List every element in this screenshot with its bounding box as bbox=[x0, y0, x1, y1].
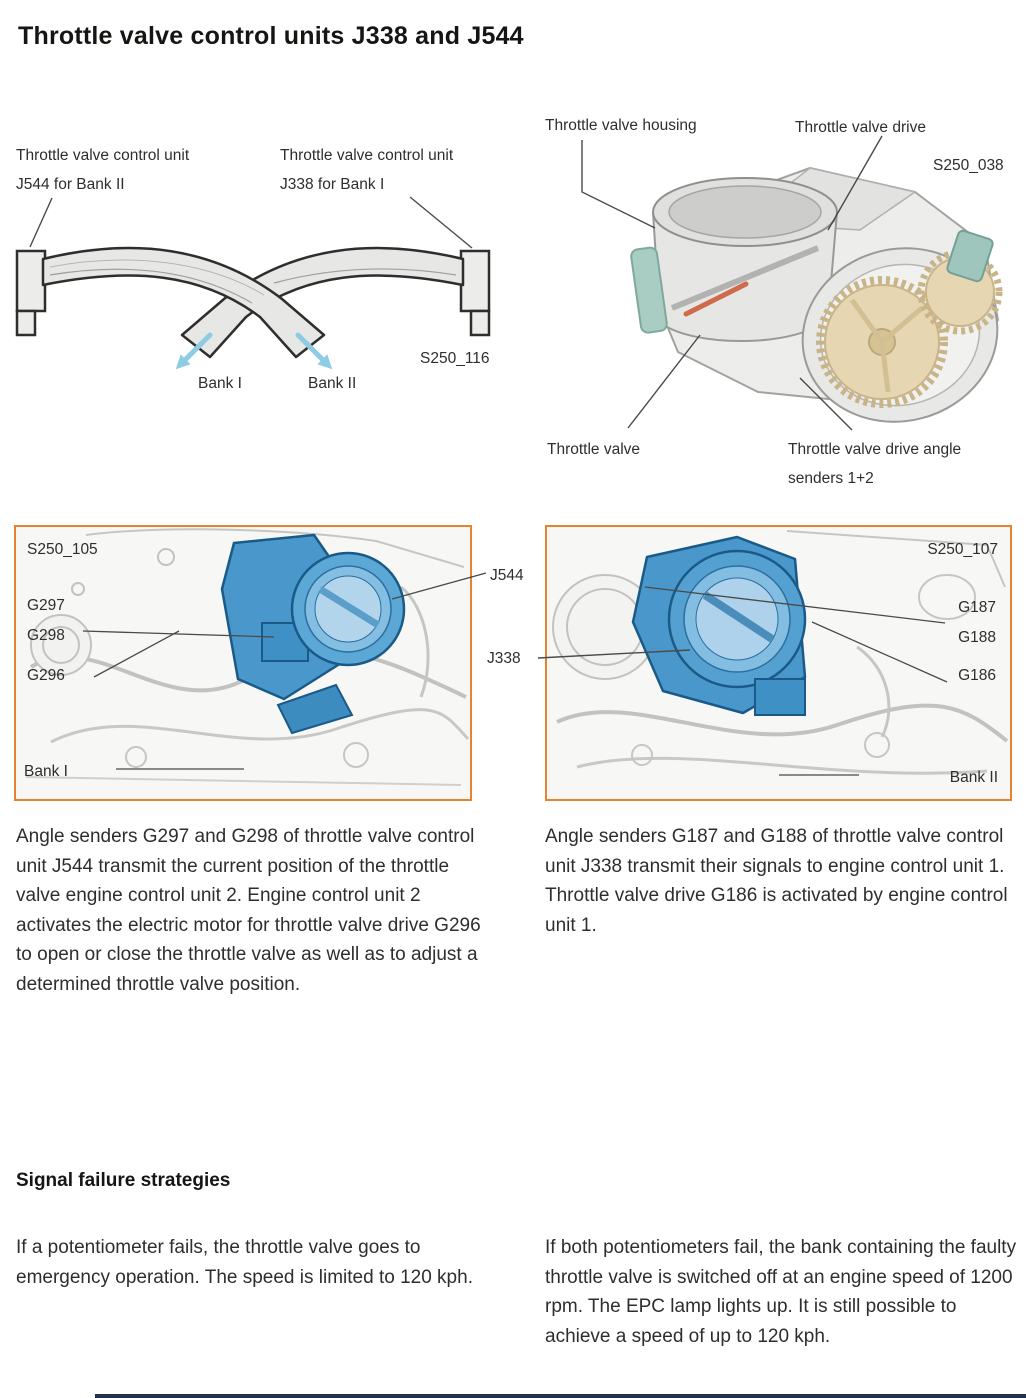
callout-throttle-valve: Throttle valve bbox=[547, 441, 641, 458]
figure-frame-s250-105: S250_105 G297 G298 G296 Bank I bbox=[14, 525, 472, 801]
label-g296: G296 bbox=[27, 667, 65, 684]
figure-ref-s250-116: S250_116 bbox=[420, 350, 490, 367]
paragraph-bank2-description: Angle senders G187 and G188 of throttle … bbox=[545, 826, 1008, 936]
callout-throttle-valve-housing: Throttle valve housing bbox=[545, 117, 697, 134]
callout-line: Throttle valve control unit bbox=[280, 147, 454, 164]
callout-j544-bank2: Throttle valve control unit J544 for Ban… bbox=[16, 141, 189, 199]
figure-ref-s250-107: S250_107 bbox=[927, 541, 998, 558]
paragraph-single-potentiometer-failure: If a potentiometer fails, the throttle v… bbox=[16, 1237, 473, 1288]
figure-frame-s250-107: S250_107 G187 G188 G186 Bank II bbox=[545, 525, 1012, 801]
label-j544: J544 bbox=[490, 567, 524, 584]
label-g186: G186 bbox=[958, 667, 996, 684]
callout-line: senders 1+2 bbox=[788, 470, 874, 487]
callout-line: J338 for Bank I bbox=[280, 176, 385, 193]
label-bank-ii-photo: Bank II bbox=[949, 769, 998, 786]
label-g188: G188 bbox=[958, 629, 996, 646]
label-g297: G297 bbox=[27, 597, 65, 614]
paragraph-both-potentiometers-failure: If both potentiometers fail, the bank co… bbox=[545, 1237, 1017, 1347]
callout-angle-senders: Throttle valve drive angle senders 1+2 bbox=[788, 435, 961, 493]
label-bank-ii: Bank II bbox=[308, 375, 357, 392]
throttle-housing-illustration bbox=[581, 135, 1003, 431]
callout-line: Throttle valve drive angle bbox=[788, 441, 962, 458]
engine-bank1-illustration bbox=[25, 528, 469, 786]
callout-line: J544 for Bank II bbox=[16, 176, 125, 193]
section-heading-signal-failure: Signal failure strategies bbox=[16, 1170, 231, 1191]
callout-line: Throttle valve control unit bbox=[16, 147, 190, 164]
label-g187: G187 bbox=[958, 599, 996, 616]
paragraph-bank1-description: Angle senders G297 and G298 of throttle … bbox=[16, 826, 481, 995]
next-section-bar bbox=[95, 1394, 1026, 1398]
figure-ref-s250-038: S250_038 bbox=[933, 157, 1004, 174]
callout-throttle-valve-drive: Throttle valve drive bbox=[795, 119, 926, 136]
label-bank-i-photo: Bank I bbox=[24, 763, 68, 780]
manifold-illustration bbox=[15, 246, 491, 370]
label-bank-i: Bank I bbox=[198, 375, 242, 392]
label-j338: J338 bbox=[487, 650, 521, 667]
label-g298: G298 bbox=[27, 627, 65, 644]
figure-ref-s250-105: S250_105 bbox=[27, 541, 98, 558]
engine-bank2-illustration bbox=[552, 530, 1009, 776]
page-title: Throttle valve control units J338 and J5… bbox=[18, 22, 524, 50]
callout-j338-bank1: Throttle valve control unit J338 for Ban… bbox=[280, 141, 453, 199]
